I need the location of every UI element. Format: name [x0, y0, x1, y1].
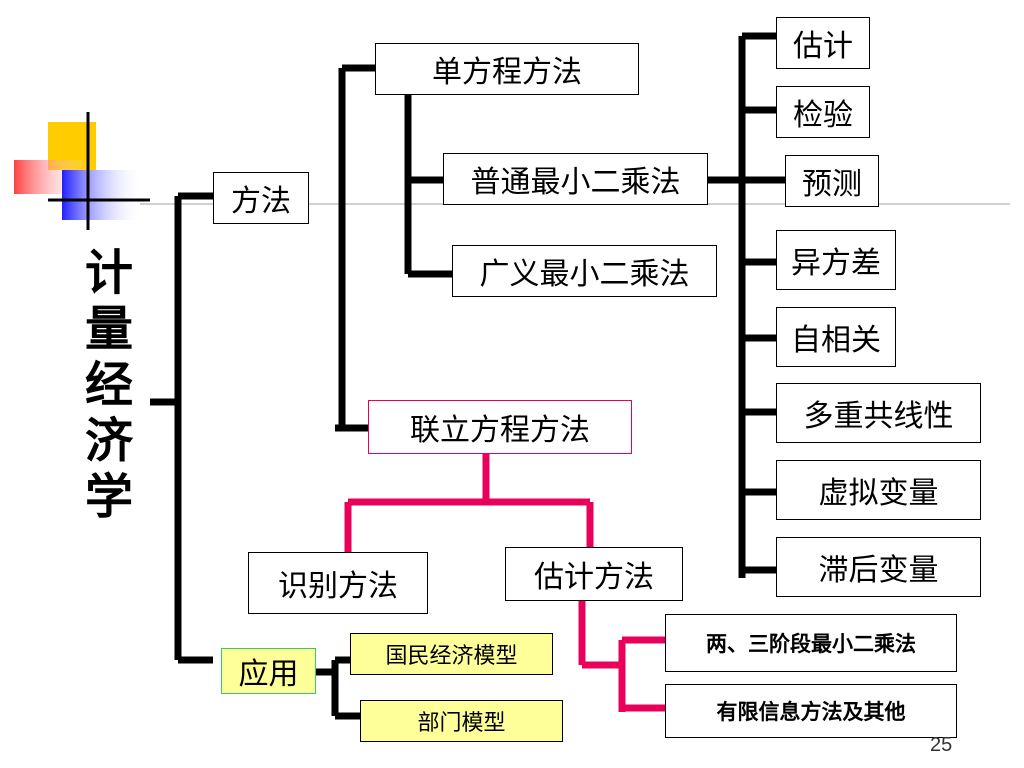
node-gls: 广义最小二乘法 — [452, 245, 717, 297]
node-ols: 普通最小二乘法 — [443, 153, 708, 205]
node-ols-branch: 多重共线性 — [776, 383, 981, 443]
blue-square — [62, 170, 142, 220]
title-char: 量 — [84, 301, 133, 357]
node-estimation-method: 估计方法 — [505, 547, 683, 601]
node-national-model: 国民经济模型 — [350, 633, 553, 675]
node-ols-branch: 估计 — [776, 17, 870, 69]
node-sector-model: 部门模型 — [360, 700, 563, 742]
node-ols-branch: 自相关 — [776, 307, 896, 367]
node-tsls: 两、三阶段最小二乘法 — [665, 614, 957, 672]
node-method: 方法 — [213, 172, 309, 224]
logo-decoration — [14, 112, 150, 230]
node-simultaneous: 联立方程方法 — [368, 400, 632, 454]
node-single-equation: 单方程方法 — [375, 43, 639, 95]
node-limited-info: 有限信息方法及其他 — [665, 684, 957, 738]
page-number: 25 — [930, 734, 953, 756]
title-char: 经 — [84, 357, 133, 413]
node-ols-branch: 预测 — [785, 155, 879, 207]
node-application: 应用 — [221, 648, 316, 694]
node-ols-branch: 滞后变量 — [776, 537, 981, 597]
node-ols-branch: 检验 — [776, 86, 870, 138]
node-ols-branch: 异方差 — [776, 230, 896, 290]
node-ols-branch: 虚拟变量 — [776, 460, 981, 520]
node-identification: 识别方法 — [248, 552, 428, 614]
title-char: 计 — [84, 245, 133, 301]
vertical-title: 计 量 经 济 学 — [78, 245, 140, 525]
title-char: 学 — [84, 469, 133, 525]
title-char: 济 — [84, 413, 133, 469]
